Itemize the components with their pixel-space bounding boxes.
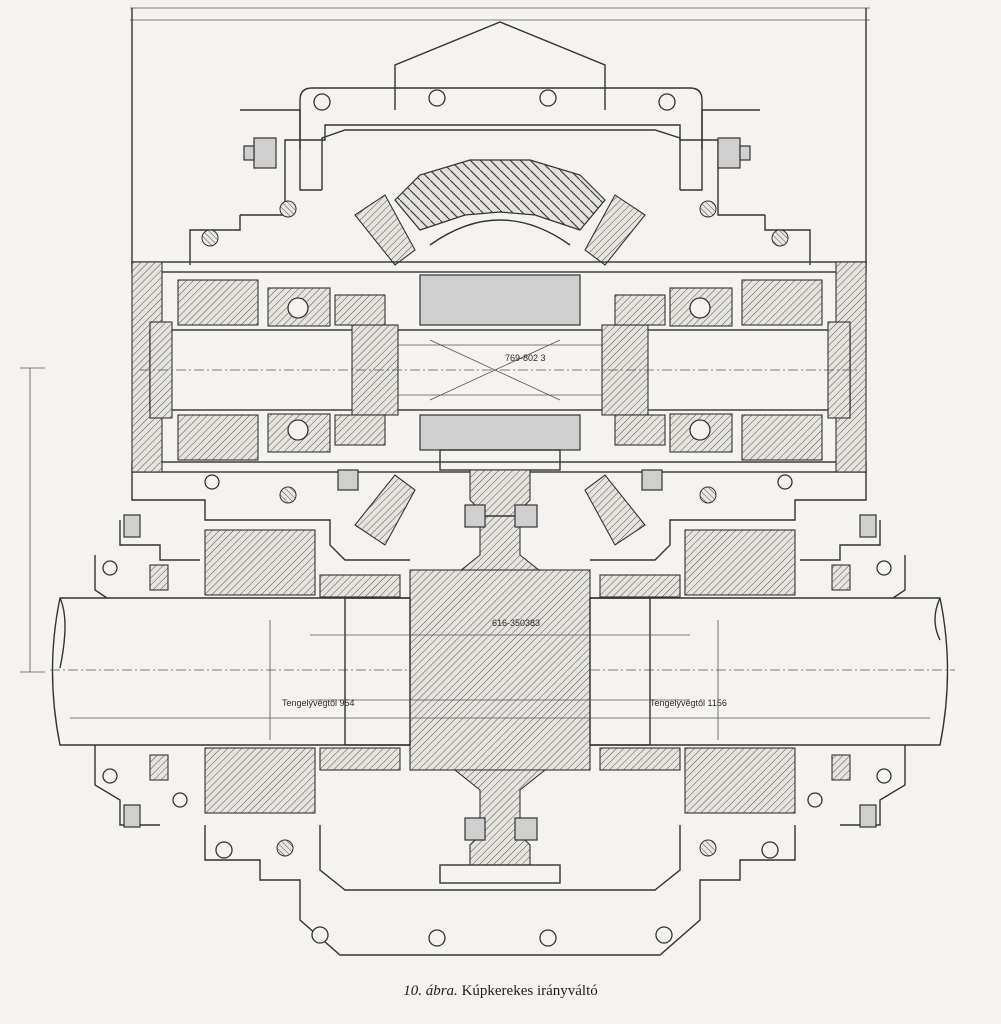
upper-housing (189, 21, 811, 265)
drawing-labels: Tengelyvégtől 954 Tengelyvégtől 1156 616… (282, 353, 727, 708)
caption-title: Kúpkerekes irányváltó (461, 983, 598, 999)
upper-bolt-holes (201, 89, 789, 247)
lower-bevel-pinions (337, 469, 663, 546)
middle-housing (94, 472, 906, 601)
shaft-part-label: 616-350383 (492, 618, 540, 628)
figure-caption: 10. ábra. Kúpkerekes irányváltó (0, 983, 1001, 1000)
upper-side-nuts (243, 137, 751, 169)
crown-bevel-gear (354, 159, 646, 266)
right-shaft-label: Tengelyvégtől 1156 (650, 698, 727, 708)
central-hub (419, 274, 581, 471)
main-shaft (50, 569, 955, 771)
main-shaft-upper-bearings (149, 529, 851, 598)
gear-part-label: 769-802 3 (505, 353, 546, 363)
caption-number: 10. ábra. (403, 983, 458, 999)
gear-web (453, 469, 547, 576)
frame-outline (20, 7, 870, 673)
left-shaft-label: Tengelyvégtől 954 (282, 698, 355, 708)
upper-shaft-assembly (131, 261, 867, 473)
upper-bearings (177, 279, 823, 461)
lower-housing (94, 745, 906, 956)
main-shaft-lower-bearings (149, 747, 851, 814)
